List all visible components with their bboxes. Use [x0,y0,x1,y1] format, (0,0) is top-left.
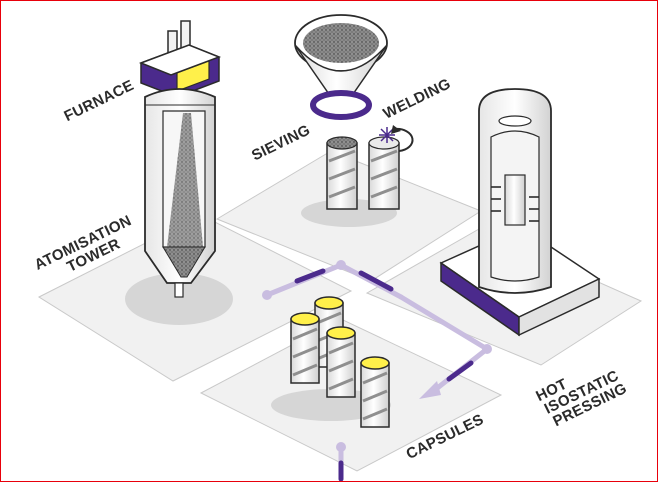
hopper-powder [303,23,379,63]
powder-spray [167,113,203,247]
powder-cone [162,246,206,278]
capsules-group [271,296,391,428]
tower-outlet [174,282,184,298]
hopper-cone [294,44,388,98]
canister-right-stripes [370,149,398,199]
star-burst-icon [379,127,395,143]
flow-node-2 [336,260,346,270]
sieve-ring [310,90,372,120]
pressure-arrows [491,186,539,222]
label-sieving: SIEVING [249,122,313,165]
circular-arrow-icon [394,127,414,152]
canister-left-top [326,136,358,150]
hip-capsule [504,174,526,226]
canister-left-stripes [328,149,356,199]
hip-vessel-lid [498,115,532,127]
flow-line-accent-3 [446,360,474,382]
label-welding: WELDING [381,75,454,122]
flow-node-4 [336,442,346,452]
flow-line-2 [398,294,490,352]
capsule-4 [360,356,390,428]
capsule-2 [290,312,320,384]
flow-line-accent-2 [358,270,394,292]
tower-shadow [125,273,233,325]
circular-arrow-head [391,125,401,134]
flow-node-3 [482,344,492,354]
flow-path [262,260,492,481]
label-furnace: FURNACE [61,77,136,125]
hip-base-right [518,277,600,337]
canister-right [368,142,400,210]
welding-station [368,125,414,210]
furnace-top [138,44,222,76]
arrow-down-left-icon [419,381,441,399]
canister-left [326,142,358,210]
label-hot-isostatic-pressing: HOT ISOSTATIC PRESSING [533,367,629,430]
hip-station [439,88,601,337]
flow-node-1 [262,290,272,300]
capsule-3 [326,326,356,398]
atomisation-tower [125,20,233,325]
flow-line-accent-1 [294,268,326,284]
